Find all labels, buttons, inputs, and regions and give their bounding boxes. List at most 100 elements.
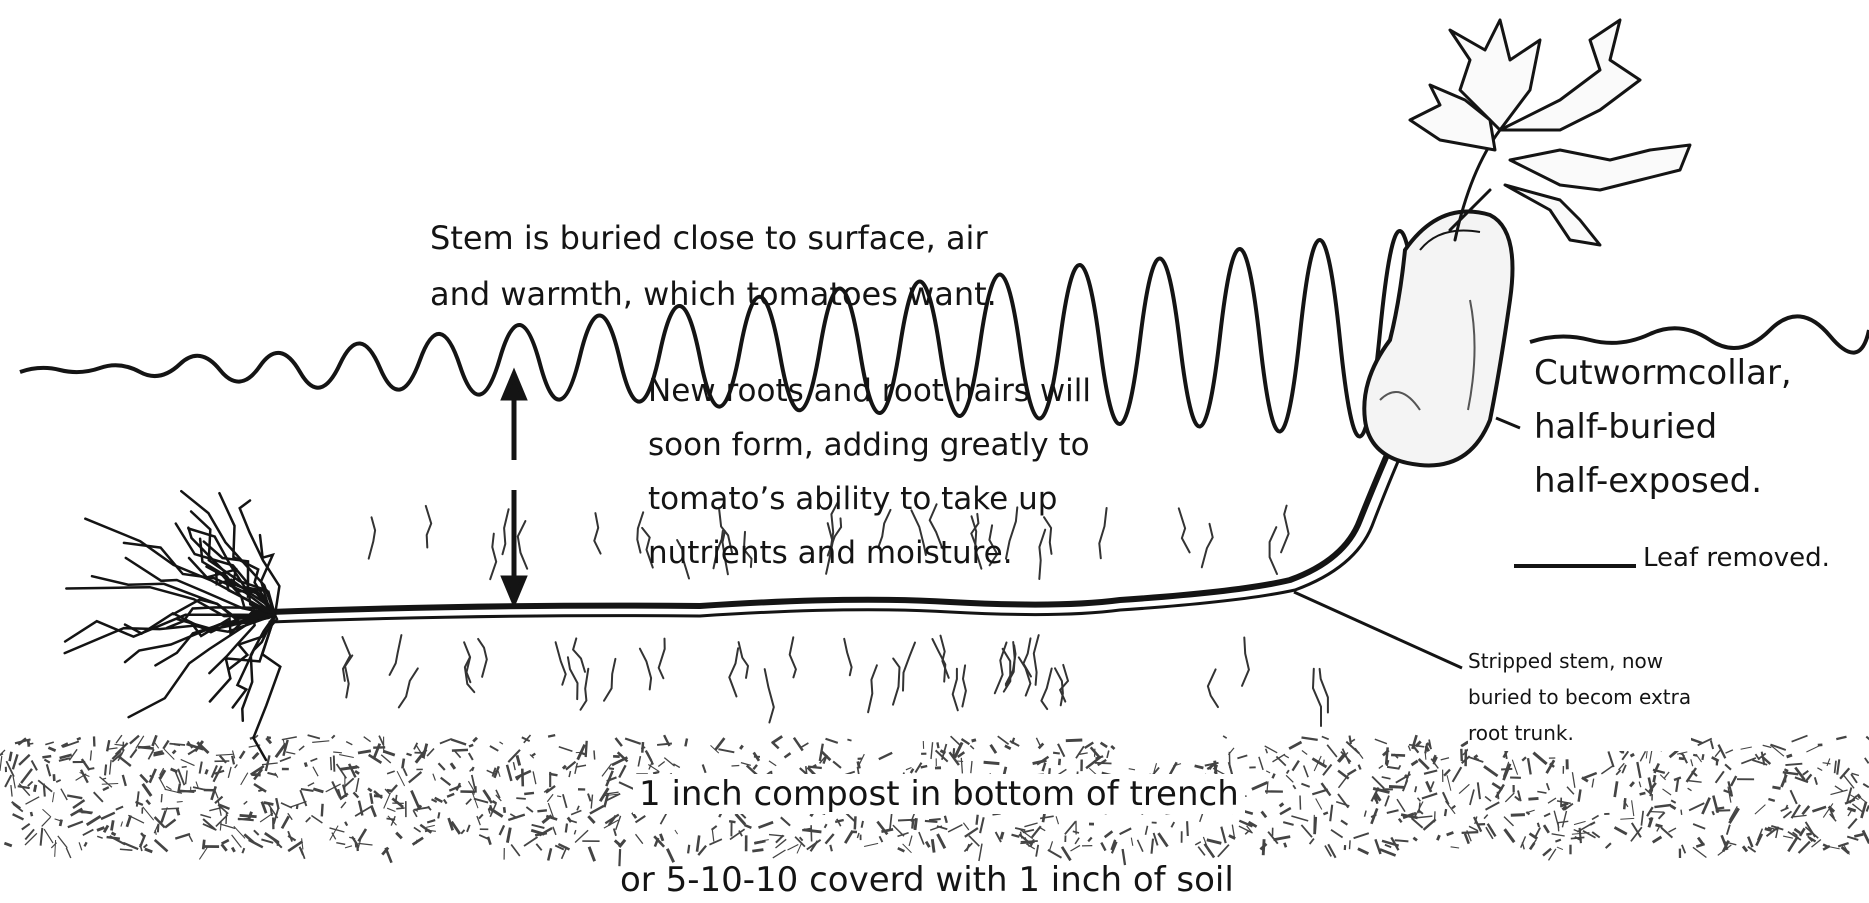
compost-label-line-1: 1 inch compost in bottom of trench <box>633 774 1245 814</box>
cutworm-collar <box>1364 212 1512 466</box>
compost-speck <box>407 754 412 756</box>
compost-speck <box>991 745 996 753</box>
compost-speck <box>1806 746 1819 752</box>
compost-speck <box>371 806 375 817</box>
compost-speck <box>13 754 18 769</box>
compost-speck <box>182 767 187 768</box>
compost-speck <box>396 808 404 809</box>
compost-speck <box>912 820 913 829</box>
compost-speck <box>31 812 32 816</box>
compost-speck <box>1223 736 1227 738</box>
compost-speck <box>1419 759 1429 769</box>
compost-speck <box>336 843 345 845</box>
compost-speck <box>164 749 174 760</box>
compost-speck <box>1408 746 1410 751</box>
compost-speck <box>339 755 354 758</box>
compost-speck <box>340 767 357 769</box>
compost-speck <box>1528 798 1538 799</box>
compost-speck <box>609 768 614 769</box>
collar-line-1: Cutwormcollar, <box>1534 346 1792 400</box>
compost-speck <box>1592 816 1599 820</box>
compost-speck <box>311 759 318 762</box>
compost-speck <box>1592 779 1594 788</box>
compost-speck <box>1358 849 1369 854</box>
compost-speck <box>1848 811 1851 816</box>
compost-speck <box>1252 782 1268 789</box>
compost-speck <box>232 848 234 852</box>
compost-speck <box>1283 822 1293 825</box>
compost-speck <box>77 738 81 739</box>
compost-speck <box>116 735 122 743</box>
compost-speck <box>110 760 112 775</box>
root-hair <box>594 513 600 553</box>
compost-speck <box>260 813 273 822</box>
stripped-stem-label: Stripped stem, now buried to becom extra… <box>1468 643 1691 751</box>
compost-speck <box>1630 782 1634 786</box>
compost-speck <box>1835 786 1843 791</box>
compost-speck <box>1322 737 1329 740</box>
compost-speck <box>568 818 571 823</box>
compost-speck <box>203 840 204 850</box>
compost-speck <box>112 833 116 835</box>
compost-speck <box>123 843 138 849</box>
compost-speck <box>1756 754 1760 760</box>
compost-speck <box>1385 796 1389 807</box>
compost-speck <box>308 735 320 738</box>
compost-speck <box>1554 811 1559 828</box>
compost-speck <box>1387 767 1399 769</box>
compost-speck <box>143 807 154 820</box>
compost-speck <box>845 831 853 843</box>
compost-speck <box>709 839 722 845</box>
compost-speck <box>413 810 417 817</box>
compost-speck <box>148 749 154 759</box>
compost-speck <box>1794 829 1800 833</box>
compost-speck <box>1101 743 1108 747</box>
compost-speck <box>1146 826 1148 835</box>
compost-speck <box>1412 761 1418 765</box>
compost-speck <box>1696 844 1704 847</box>
compost-speck <box>1690 739 1703 743</box>
compost-speck <box>1712 757 1719 761</box>
compost-speck <box>281 803 292 808</box>
compost-speck <box>1579 789 1581 801</box>
compost-speck <box>1696 754 1702 762</box>
compost-speck <box>1533 753 1546 764</box>
compost-speck <box>1293 785 1296 789</box>
compost-speck <box>1640 793 1646 794</box>
compost-speck <box>1266 749 1268 754</box>
compost-speck <box>1443 792 1449 804</box>
stem-buried-note: Stem is buried close to surface, air and… <box>430 210 997 322</box>
compost-speck <box>712 830 714 842</box>
compost-speck <box>1537 792 1546 794</box>
compost-speck <box>267 737 271 738</box>
compost-speck <box>189 836 192 842</box>
compost-speck <box>301 789 314 791</box>
compost-speck <box>32 761 37 771</box>
compost-speck <box>175 834 190 839</box>
compost-speck <box>769 761 776 766</box>
compost-speck <box>1062 847 1071 861</box>
compost-speck <box>616 816 621 830</box>
compost-speck <box>374 744 380 759</box>
compost-speck <box>835 820 844 822</box>
compost-speck <box>1266 771 1270 773</box>
compost-speck <box>1422 793 1437 798</box>
compost-speck <box>589 847 595 861</box>
compost-speck <box>1043 763 1046 771</box>
compost-speck <box>1359 765 1361 770</box>
compost-speck <box>1693 824 1705 829</box>
compost-speck <box>1036 738 1040 746</box>
compost-speck <box>718 749 734 752</box>
compost-speck <box>1280 803 1284 806</box>
compost-speck <box>1601 766 1613 774</box>
compost-speck <box>244 801 248 804</box>
root-hair <box>568 657 578 699</box>
compost-speck <box>569 771 570 777</box>
stem-buried-line-1: Stem is buried close to surface, air <box>430 210 997 266</box>
compost-speck <box>1354 833 1369 838</box>
compost-speck <box>557 796 561 797</box>
root-hair <box>1270 527 1277 574</box>
compost-speck <box>1418 798 1421 802</box>
compost-speck <box>1687 781 1702 783</box>
compost-speck <box>159 777 166 790</box>
